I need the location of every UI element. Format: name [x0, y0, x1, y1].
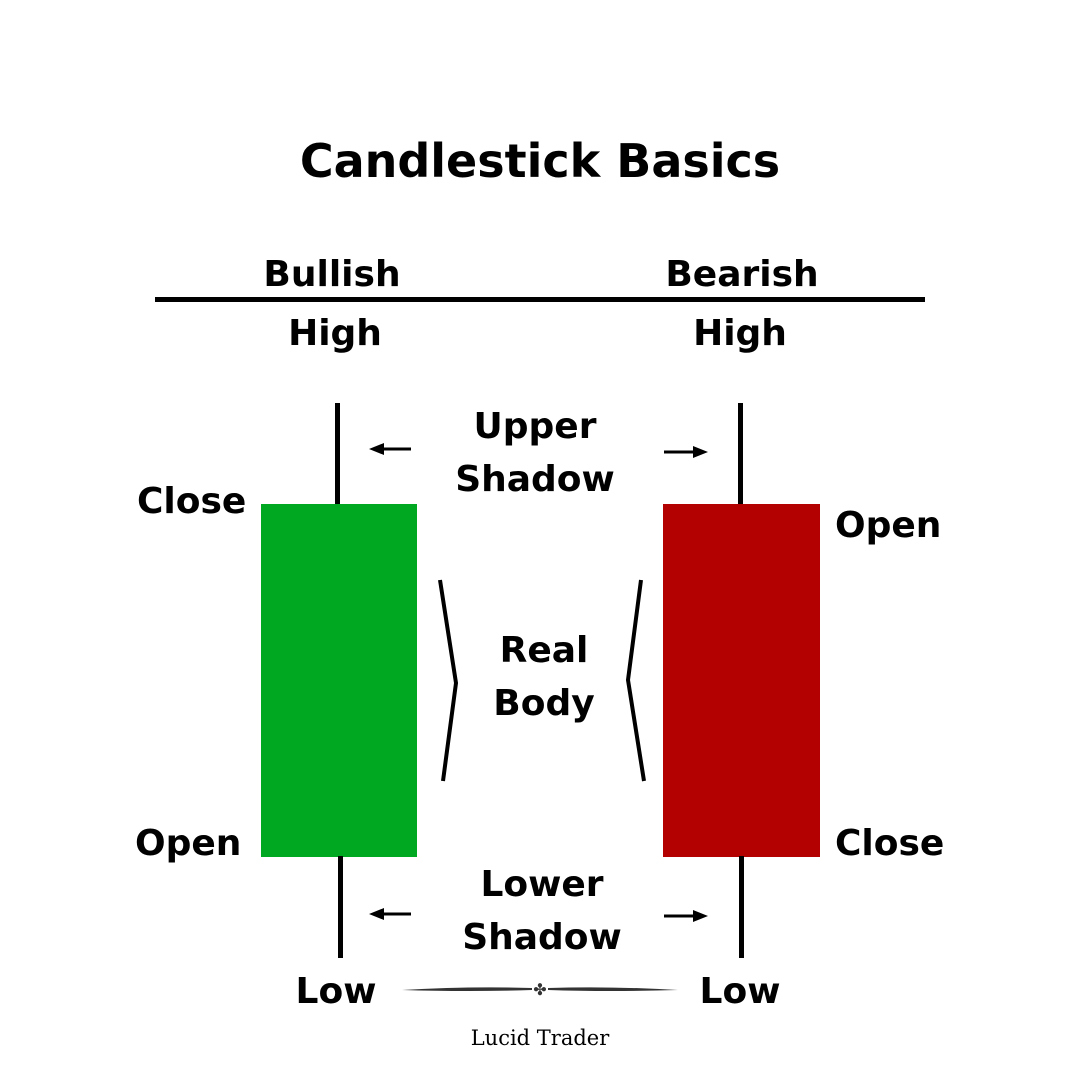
bearish-open-label: Open [835, 505, 942, 546]
svg-text:✤: ✤ [533, 980, 546, 999]
bearish-candle-body [663, 504, 820, 857]
bullish-heading: Bullish [263, 254, 401, 295]
bullish-candle-body [261, 504, 417, 857]
bullish-high-label: High [288, 313, 382, 354]
signature: Lucid Trader [470, 1026, 610, 1050]
upper-right-arrow-icon [664, 446, 708, 458]
lower-left-arrow-icon [369, 908, 411, 920]
bearish-close-label: Close [835, 823, 945, 864]
bearish-heading: Bearish [665, 254, 819, 295]
left-bracket-icon [438, 579, 459, 782]
bullish-close-label: Close [137, 481, 247, 522]
upper-shadow-line1: Upper [473, 406, 597, 447]
lower-shadow-line2: Shadow [462, 917, 622, 958]
upper-left-arrow-icon [369, 443, 411, 455]
bearish-lower-wick [739, 856, 744, 958]
bearish-high-label: High [693, 313, 787, 354]
lower-right-arrow-icon [664, 910, 708, 922]
bearish-low-label: Low [699, 971, 781, 1012]
upper-shadow-line2: Shadow [455, 459, 615, 500]
bullish-lower-wick [338, 856, 343, 958]
right-bracket-icon [625, 579, 646, 782]
real-body-label: Real Body [424, 624, 664, 730]
bullish-upper-wick [335, 403, 340, 505]
lower-shadow-line1: Lower [480, 864, 604, 905]
bullish-open-label: Open [135, 823, 242, 864]
page-title: Candlestick Basics [299, 134, 781, 188]
header-divider [155, 297, 925, 302]
bearish-upper-wick [738, 403, 743, 505]
upper-shadow-label: Upper Shadow [415, 400, 655, 506]
bullish-low-label: Low [295, 971, 377, 1012]
real-body-line1: Real [499, 630, 589, 671]
lower-shadow-label: Lower Shadow [422, 858, 662, 964]
ornament-divider-icon: ✤ [402, 980, 678, 999]
real-body-line2: Body [493, 683, 595, 724]
